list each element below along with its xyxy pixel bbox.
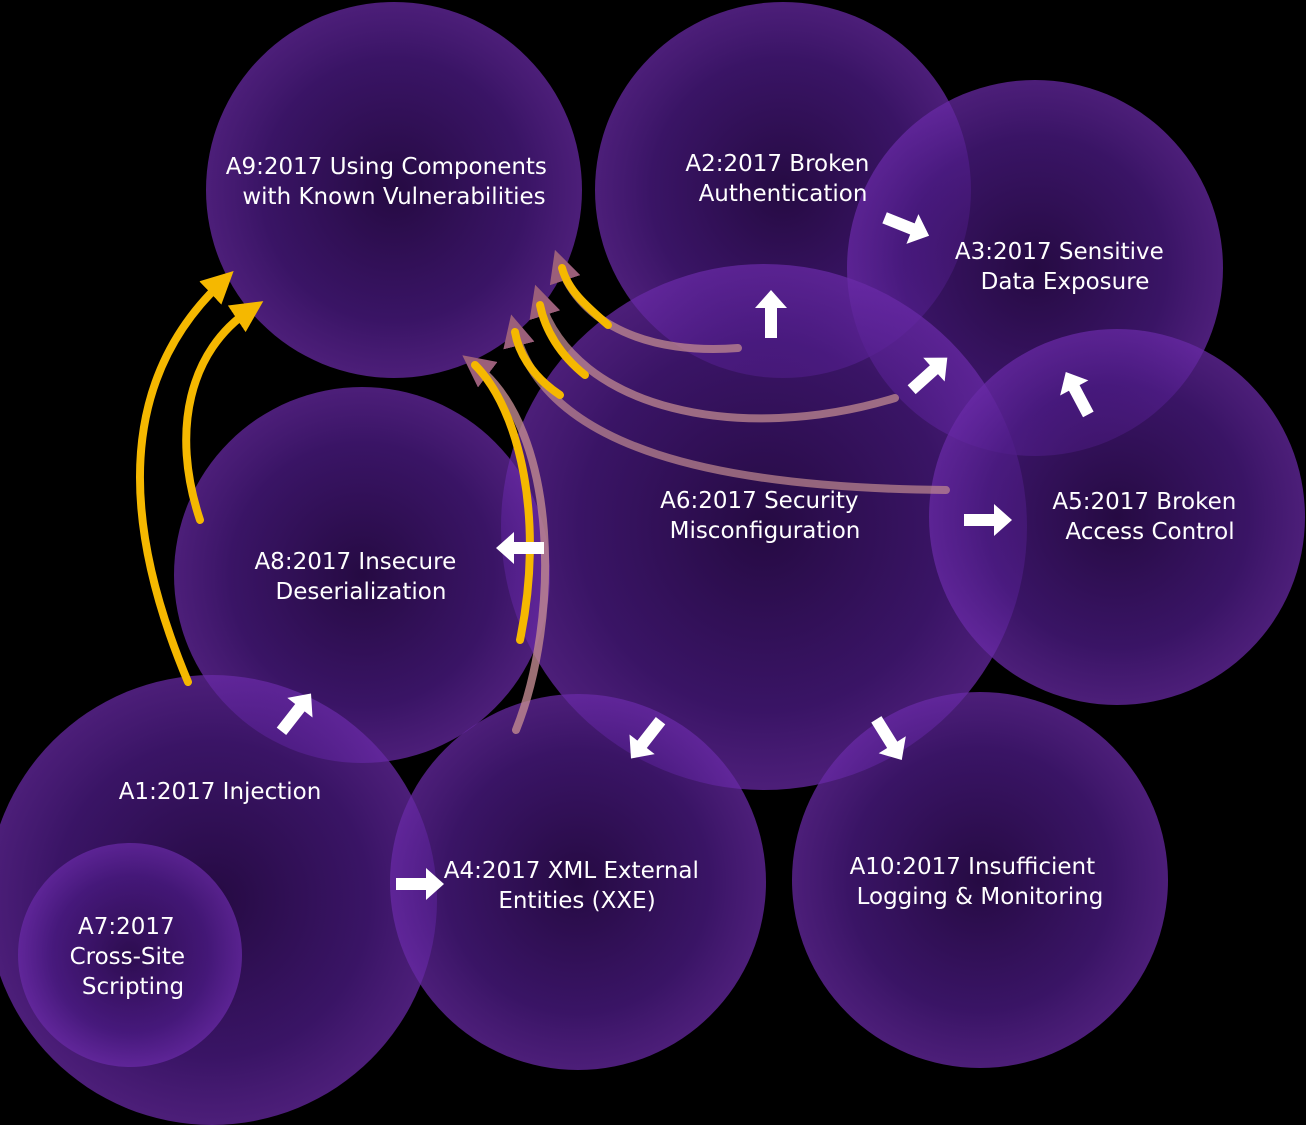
a3-label: A3:2017 Sensitive Data Exposure (955, 239, 1171, 295)
a8-circle (174, 387, 550, 763)
a8-label: A8:2017 Insecure Deserialization (254, 549, 463, 605)
a7-circle (18, 843, 242, 1067)
a9-label: A9:2017 Using Components with Known Vuln… (226, 154, 554, 210)
a6-to-a2-arrow (755, 290, 787, 338)
a1-to-a8-arrow (276, 693, 313, 736)
a4-circle (390, 694, 766, 1070)
a2-label: A2:2017 Broken Authentication (685, 151, 876, 207)
curved-arrows (135, 249, 950, 734)
a2-to-a3-arrow (882, 212, 930, 244)
a5-to-a3-arrow (1060, 372, 1094, 418)
a5-circle (929, 329, 1305, 705)
a1-to-a4-arrow (396, 868, 444, 900)
a5-arrow-head (511, 328, 564, 399)
a5-label: A5:2017 Broken Access Control (1052, 489, 1243, 545)
a6-label: A6:2017 Security Misconfiguration (660, 488, 866, 544)
a4-arrow-head (471, 361, 534, 644)
a3-arrow-head (536, 301, 589, 379)
a6-to-a10-arrow (871, 716, 906, 761)
a4-to-a9-arrow (462, 355, 550, 734)
a6-to-a4-arrow (629, 716, 666, 759)
a6-to-a3-arrow (907, 357, 948, 395)
a3-to-a9-arrow (529, 284, 899, 423)
a10-label: A10:2017 Insufficient Logging & Monitori… (850, 854, 1104, 910)
a1-to-a9-arrow (135, 271, 234, 686)
a6-to-a8-arrow (496, 532, 544, 564)
a4-label: A4:2017 XML External Entities (XXE) (444, 858, 706, 914)
a1-label: A1:2017 Injection (119, 779, 322, 805)
node-labels: A9:2017 Using Components with Known Vuln… (70, 151, 1243, 1000)
small-arrows (276, 212, 1094, 900)
a10-circle (792, 692, 1168, 1068)
a6-to-a5-arrow (964, 504, 1012, 536)
a7-label: A7:2017 Cross-Site Scripting (70, 914, 193, 1000)
a8-to-a9-arrow (182, 301, 264, 524)
a2-arrow-head (558, 264, 612, 329)
a9-circle (206, 2, 582, 378)
